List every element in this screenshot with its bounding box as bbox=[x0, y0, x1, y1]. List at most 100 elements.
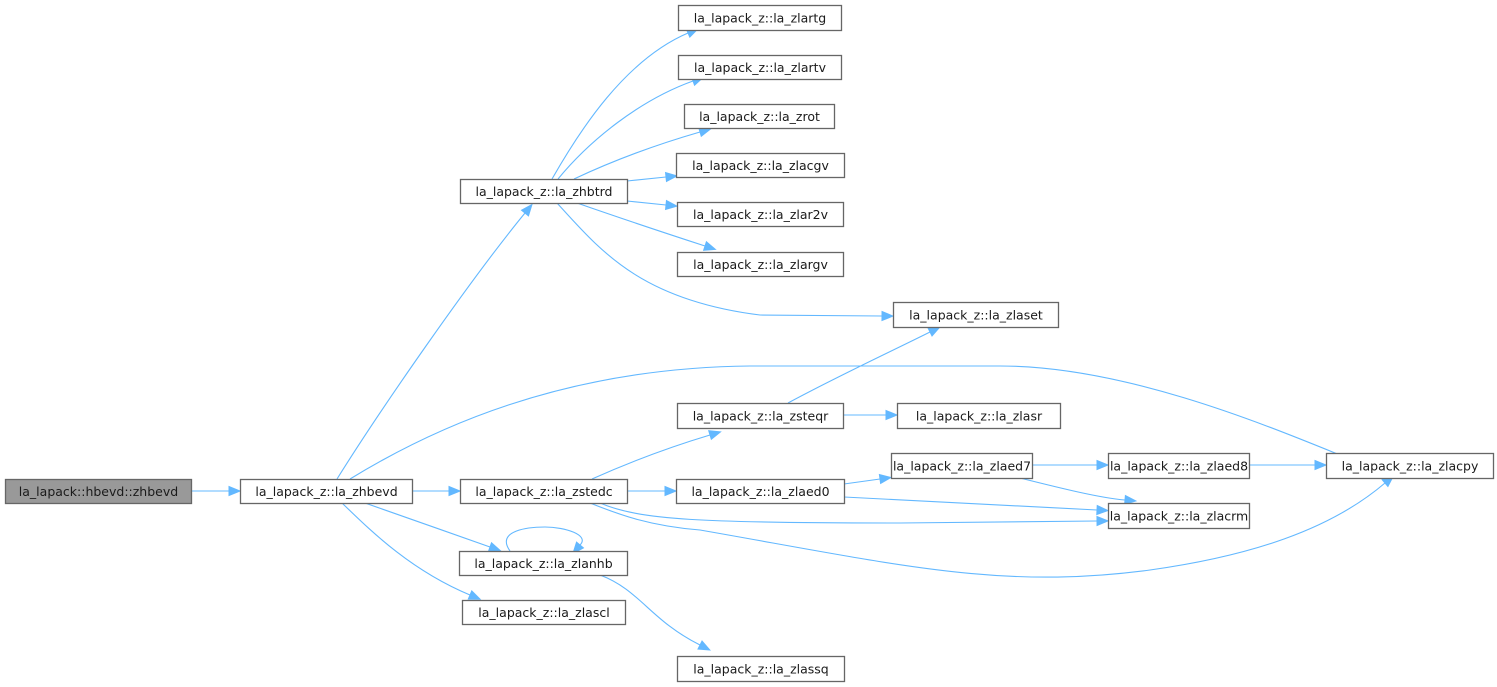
node-label[interactable]: la_lapack_z::la_zsteqr bbox=[693, 409, 829, 424]
node-label[interactable]: la_lapack_z::la_zlacpy bbox=[1342, 459, 1479, 474]
node-box[interactable] bbox=[239, 478, 414, 505]
arrowhead-icon bbox=[664, 171, 679, 183]
node-box[interactable] bbox=[676, 655, 846, 683]
node-la-zlasr[interactable]: la_lapack_z::la_zlasr bbox=[896, 402, 1062, 430]
node-box[interactable] bbox=[896, 402, 1062, 430]
node-box[interactable] bbox=[676, 201, 845, 228]
node-la-zhbevd[interactable]: la_lapack_z::la_zhbevd bbox=[239, 478, 414, 505]
node-la-zlaed8[interactable]: la_lapack_z::la_zlaed8 bbox=[1107, 452, 1251, 480]
node-la-zlartg[interactable]: la_lapack_z::la_zlartg bbox=[677, 4, 843, 32]
edge-la_zstedc-to-la_zsteqr bbox=[591, 430, 722, 480]
node-box[interactable] bbox=[676, 402, 845, 430]
node-box[interactable] bbox=[675, 478, 846, 505]
edge-la_zhbevd-to-la_zstedc bbox=[412, 485, 462, 497]
node-la-zlacrm[interactable]: la_lapack_z::la_zlacrm bbox=[1107, 502, 1251, 530]
node-la-zlaed0[interactable]: la_lapack_z::la_zlaed0 bbox=[675, 478, 846, 505]
edge-line bbox=[341, 502, 471, 596]
node-la-zstedc[interactable]: la_lapack_z::la_zstedc bbox=[459, 478, 629, 505]
node-label[interactable]: la_lapack_z::la_zlar2v bbox=[693, 207, 829, 222]
edge-la_zstedc-to-la_zlacrm bbox=[599, 502, 1110, 527]
edge-line bbox=[843, 496, 1098, 511]
edge-line bbox=[843, 478, 881, 485]
node-la-zlartv[interactable]: la_lapack_z::la_zlartv bbox=[677, 54, 843, 81]
edges-layer bbox=[191, 28, 1395, 651]
edge-la_zlaed7-to-la_zlaed8 bbox=[1032, 459, 1110, 471]
node-la-zhbtrd[interactable]: la_lapack_z::la_zhbtrd bbox=[459, 178, 629, 205]
arrowhead-icon bbox=[520, 203, 533, 217]
node-la-zlacpy[interactable]: la_lapack_z::la_zlacpy bbox=[1325, 452, 1495, 480]
node-la-zlaed7[interactable]: la_lapack_z::la_zlaed7 bbox=[890, 452, 1034, 480]
node-la-zlascl[interactable]: la_lapack_z::la_zlascl bbox=[461, 599, 627, 626]
edge-zhbevd_root-to-la_zhbevd bbox=[191, 485, 242, 497]
node-label[interactable]: la_lapack_z::la_zlaed8 bbox=[1110, 459, 1248, 474]
node-box[interactable] bbox=[1107, 452, 1251, 480]
arrowhead-icon bbox=[881, 310, 895, 322]
node-box[interactable] bbox=[1107, 502, 1251, 530]
edge-line bbox=[599, 574, 701, 646]
node-box[interactable] bbox=[459, 478, 629, 505]
node-label[interactable]: la_lapack_z::la_zlacrm bbox=[1110, 509, 1249, 524]
edge-la_zlaed8-to-la_zlacpy bbox=[1249, 459, 1328, 471]
edge-line bbox=[589, 482, 1386, 578]
node-la-zlargv[interactable]: la_lapack_z::la_zlargv bbox=[676, 251, 845, 278]
node-label[interactable]: la_lapack_z::la_zlanhb bbox=[474, 556, 612, 571]
node-label[interactable]: la_lapack_z::la_zlargv bbox=[693, 257, 828, 272]
node-label[interactable]: la_lapack_z::la_zhbtrd bbox=[475, 184, 612, 199]
edge-line bbox=[336, 212, 526, 480]
arrowhead-icon bbox=[1096, 515, 1110, 527]
node-box[interactable] bbox=[892, 301, 1060, 329]
node-box[interactable] bbox=[675, 152, 846, 179]
edge-line bbox=[349, 365, 1371, 480]
node-box[interactable] bbox=[677, 54, 843, 81]
node-label[interactable]: la_lapack_z::la_zlacgv bbox=[692, 158, 829, 173]
edge-line bbox=[556, 202, 883, 317]
arrowhead-icon bbox=[1096, 459, 1110, 471]
arrowhead-icon bbox=[1314, 459, 1328, 471]
arrowhead-icon bbox=[885, 409, 899, 421]
arrowhead-icon bbox=[1124, 494, 1138, 506]
node-label: la_lapack::hbevd::zhbevd bbox=[19, 484, 178, 499]
node-box[interactable] bbox=[459, 178, 629, 205]
node-box[interactable] bbox=[461, 599, 627, 626]
arrowhead-icon bbox=[664, 199, 679, 211]
edge-line bbox=[557, 80, 694, 180]
node-la-zlaset[interactable]: la_lapack_z::la_zlaset bbox=[892, 301, 1060, 329]
node-box[interactable] bbox=[676, 251, 845, 278]
node-box bbox=[4, 478, 193, 505]
node-label[interactable]: la_lapack_z::la_zlaed7 bbox=[893, 459, 1031, 474]
node-label[interactable]: la_lapack_z::la_zlascl bbox=[478, 605, 609, 620]
arrowhead-icon bbox=[708, 430, 722, 441]
edge-line bbox=[599, 502, 1098, 524]
node-label[interactable]: la_lapack_z::la_zlaset bbox=[909, 308, 1043, 323]
edge-la_zlanhb-to-la_zlassq bbox=[599, 574, 711, 651]
node-la-zlanhb[interactable]: la_lapack_z::la_zlanhb bbox=[458, 550, 629, 577]
node-box[interactable] bbox=[677, 4, 843, 32]
node-label[interactable]: la_lapack_z::la_zlasr bbox=[916, 409, 1043, 424]
edge-la_zstedc-to-la_zlaed0 bbox=[627, 485, 678, 497]
arrowhead-icon bbox=[487, 541, 502, 552]
node-label[interactable]: la_lapack_z::la_zlassq bbox=[693, 662, 829, 677]
arrowhead-icon bbox=[228, 485, 242, 497]
node-la-zlacgv[interactable]: la_lapack_z::la_zlacgv bbox=[675, 152, 846, 179]
node-la-zsteqr[interactable]: la_lapack_z::la_zsteqr bbox=[676, 402, 845, 430]
node-label[interactable]: la_lapack_z::la_zlartv bbox=[694, 60, 827, 75]
edge-la_zhbtrd-to-la_zlar2v bbox=[626, 199, 679, 211]
edge-la_zsteqr-to-la_zlasr bbox=[843, 409, 899, 421]
node-box[interactable] bbox=[458, 550, 629, 577]
arrowhead-icon bbox=[927, 326, 942, 337]
node-la-zlassq[interactable]: la_lapack_z::la_zlassq bbox=[676, 655, 846, 683]
node-box[interactable] bbox=[1325, 452, 1495, 480]
node-la-zrot[interactable]: la_lapack_z::la_zrot bbox=[683, 103, 836, 130]
node-label[interactable]: la_lapack_z::la_zstedc bbox=[475, 484, 612, 499]
arrowhead-icon bbox=[702, 240, 717, 251]
node-label[interactable]: la_lapack_z::la_zrot bbox=[699, 109, 820, 124]
edge-la_zhbevd-to-la_zhbtrd bbox=[336, 203, 533, 480]
node-label[interactable]: la_lapack_z::la_zhbevd bbox=[255, 484, 397, 499]
node-label[interactable]: la_lapack_z::la_zlaed0 bbox=[691, 484, 829, 499]
node-la-zlar2v[interactable]: la_lapack_z::la_zlar2v bbox=[676, 201, 845, 228]
node-label[interactable]: la_lapack_z::la_zlartg bbox=[694, 11, 827, 26]
edge-la_zhbtrd-to-la_zlaset bbox=[556, 202, 895, 322]
node-box[interactable] bbox=[890, 452, 1034, 480]
node-box[interactable] bbox=[683, 103, 836, 130]
